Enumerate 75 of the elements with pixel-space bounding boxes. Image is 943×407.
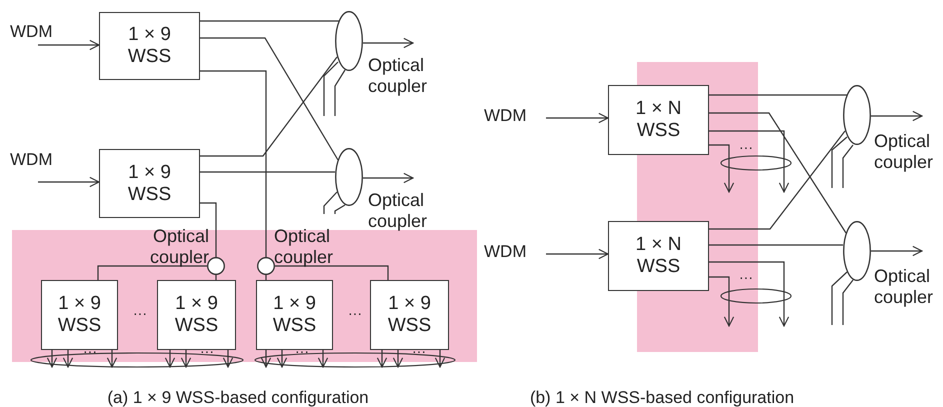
ellipsis-mark: ··· [133, 309, 147, 317]
wss-block: 1 × 9 WSS [256, 280, 333, 350]
connector-line [334, 204, 346, 214]
coupler-label: Optical coupler [274, 226, 334, 268]
ellipsis-mark: ··· [200, 347, 214, 355]
arrow [38, 40, 100, 50]
arrow [546, 112, 609, 124]
connector-line [831, 272, 848, 325]
wss-block: 1 × 9 WSS [99, 12, 200, 80]
ellipsis-mark: ··· [739, 143, 753, 151]
arrow [106, 350, 118, 368]
arrow [709, 130, 790, 193]
arrow [709, 144, 734, 193]
coupler-label: Optical coupler [874, 131, 934, 173]
connector-line [334, 70, 346, 116]
arrow [164, 350, 176, 368]
arrow [38, 176, 100, 188]
connector-line [709, 112, 846, 234]
arrow [871, 110, 923, 122]
connector-line [215, 275, 217, 280]
signal-label: WDM [10, 150, 60, 172]
ellipsis-mark: ··· [739, 273, 753, 281]
connector-line [265, 275, 267, 280]
arrow [709, 261, 790, 327]
wss-block: 1 × 9 WSS [370, 280, 449, 350]
wss-block: 1 × 9 WSS [41, 280, 118, 350]
connector-line [831, 136, 848, 188]
signal-label: WDM [484, 106, 546, 128]
ellipsis-mark: ··· [295, 347, 309, 355]
wss-block: 1 × N WSS [608, 85, 709, 155]
arrow [376, 350, 388, 368]
arrow [363, 172, 414, 184]
caption: (b) 1 × N WSS-based configuration [530, 389, 794, 406]
arrow [276, 350, 288, 368]
connector-line [709, 130, 846, 230]
coupler-label: Optical coupler [368, 190, 428, 232]
arrow [222, 350, 234, 368]
arrow [392, 350, 404, 368]
ellipsis-mark: ··· [348, 309, 362, 317]
wss-block: 1 × 9 WSS [99, 149, 200, 218]
coupler-label: Optical coupler [148, 226, 209, 268]
connector-line [842, 280, 854, 325]
connector-line [709, 244, 843, 246]
arrow [62, 350, 74, 368]
connector-line [97, 265, 207, 280]
signal-label: WDM [484, 242, 546, 264]
ellipsis-mark: ··· [412, 347, 426, 355]
connector-line [200, 20, 339, 22]
arrow [318, 350, 328, 368]
arrow [434, 350, 446, 368]
wss-block: 1 × 9 WSS [157, 280, 236, 350]
connector-line [200, 202, 217, 257]
connector-line [200, 70, 267, 257]
wss-block: 1 × N WSS [608, 221, 709, 291]
arrow [709, 276, 734, 327]
caption: (a) 1 × 9 WSS-based configuration [107, 389, 369, 406]
arrow [871, 246, 923, 256]
arrow [46, 350, 58, 368]
connector-line [323, 62, 338, 116]
arrow [546, 248, 609, 260]
connector-line [275, 265, 389, 280]
connector-line [200, 37, 339, 160]
connector-line [200, 56, 338, 157]
arrow [363, 38, 414, 48]
highlight-band [12, 230, 477, 362]
connector-line [842, 144, 854, 188]
ellipsis-mark: ··· [83, 347, 97, 355]
connector-line [200, 171, 335, 173]
coupler-label: Optical coupler [368, 55, 428, 97]
arrow [180, 350, 192, 368]
signal-label: WDM [10, 22, 60, 44]
arrow [260, 350, 272, 368]
connector-line [709, 94, 847, 96]
coupler-label: Optical coupler [874, 266, 934, 308]
connector-line [323, 192, 338, 214]
